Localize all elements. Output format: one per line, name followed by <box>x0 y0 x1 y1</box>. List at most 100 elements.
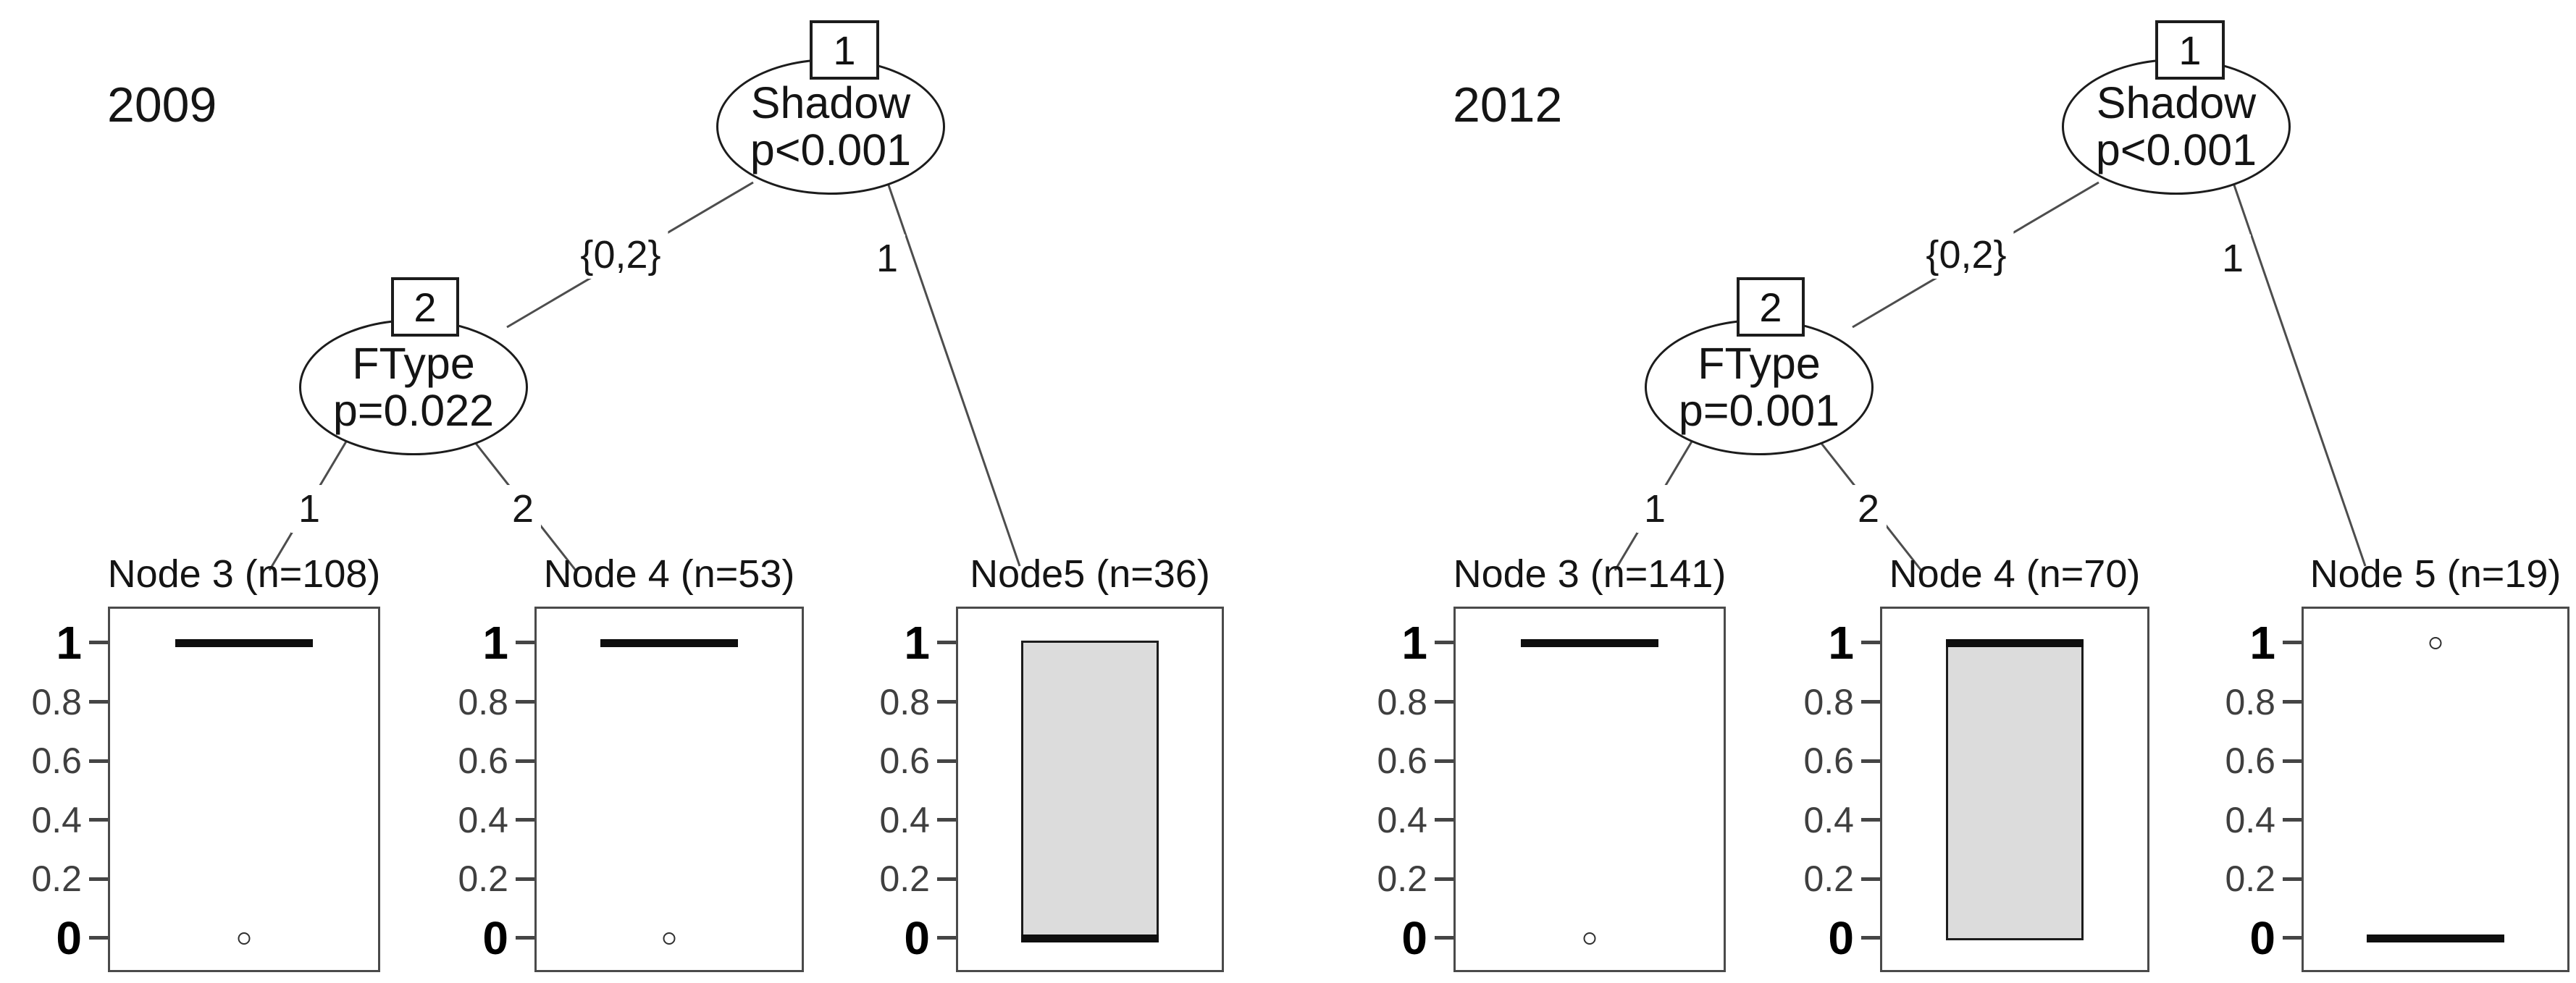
edge-label-root-right: 1 <box>868 235 906 282</box>
axis-tick-label: 1 <box>904 617 930 669</box>
node-1-ellipse: Shadow p<0.001 <box>2062 59 2291 195</box>
axis-tick <box>1861 818 1880 822</box>
node-2-pvalue: p=0.022 <box>332 386 495 435</box>
axis-tick <box>89 700 108 704</box>
axis-tick-label: 0 <box>1828 912 1854 964</box>
boxplot-median-line <box>2367 935 2504 942</box>
edge-label-root-left: {0,2} <box>573 231 668 279</box>
axis-tick <box>89 759 108 763</box>
axis-tick-label: 1 <box>1828 617 1854 669</box>
axis-tick-label: 0.6 <box>2225 741 2275 781</box>
node-5-boxplot-panel <box>956 607 1224 972</box>
axis-tick-label: 0.2 <box>458 858 508 899</box>
boxplot-outlier-point <box>1583 932 1596 945</box>
node-3-title: Node 3 (n=108) <box>107 552 381 596</box>
axis-tick-label: 1 <box>1401 617 1427 669</box>
axis-tick <box>89 877 108 881</box>
axis-tick <box>1861 877 1880 881</box>
axis-tick <box>516 877 534 881</box>
axis-tick <box>2283 936 2302 940</box>
axis-tick <box>1435 641 1453 644</box>
boxplot-iqr-box <box>1946 641 2084 940</box>
node-4-boxplot-panel <box>534 607 804 972</box>
node-4-axis: 1 0.8 0.6 0.4 0.2 0 <box>388 607 534 972</box>
axis-tick-label: 1 <box>482 617 508 669</box>
axis-tick <box>516 936 534 940</box>
axis-tick <box>89 641 108 644</box>
node-2-variable: FType <box>1698 339 1821 389</box>
axis-tick-label: 1 <box>56 617 82 669</box>
axis-tick-label: 0.6 <box>458 741 508 781</box>
edge-label-root-right: 1 <box>2214 235 2252 282</box>
node-2-variable: FType <box>352 339 475 389</box>
axis-tick <box>1435 936 1453 940</box>
axis-tick <box>1861 759 1880 763</box>
tree-2012: 2012 Shadow p<0.001 1 FType p=0.001 2 {0… <box>1346 0 2576 983</box>
node-1-variable: Shadow <box>750 78 911 128</box>
axis-tick-label: 0.2 <box>31 858 82 899</box>
axis-tick <box>937 877 956 881</box>
axis-tick <box>937 936 956 940</box>
axis-tick <box>1435 759 1453 763</box>
node-3-boxplot-panel <box>1453 607 1726 972</box>
axis-tick-label: 0 <box>904 912 930 964</box>
node-3-boxplot-panel <box>108 607 380 972</box>
axis-tick-label: 0.6 <box>1377 741 1427 781</box>
axis-tick-label: 0 <box>1401 912 1427 964</box>
axis-tick-label: 0.4 <box>31 800 82 840</box>
axis-tick <box>89 818 108 822</box>
node-2-pvalue: p=0.001 <box>1678 386 1840 435</box>
node-1-pvalue: p<0.001 <box>2095 125 2257 174</box>
axis-tick <box>937 759 956 763</box>
axis-tick-label: 0 <box>56 912 82 964</box>
axis-tick <box>937 641 956 644</box>
node-5-boxplot-panel <box>2302 607 2569 972</box>
boxplot-median-line <box>600 639 738 647</box>
axis-tick <box>2283 700 2302 704</box>
axis-tick <box>937 700 956 704</box>
edge-label-node2-left: 1 <box>1636 485 1674 533</box>
boxplot-outlier-point <box>663 932 676 945</box>
boxplot-outlier-point <box>2429 637 2442 649</box>
axis-tick-label: 0.2 <box>879 858 930 899</box>
node-5-title: Node 5 (n=19) <box>2309 552 2562 596</box>
boxplot-median-line <box>175 639 313 647</box>
boxplot-median-line <box>1946 639 2084 647</box>
node-2-id-badge: 2 <box>1737 277 1805 337</box>
node-3-axis: 1 0.8 0.6 0.4 0.2 0 <box>0 607 108 972</box>
axis-tick-label: 0.6 <box>1803 741 1854 781</box>
edge-root-to-node5 <box>886 180 1021 567</box>
axis-tick <box>1435 877 1453 881</box>
axis-tick-label: 0.8 <box>458 682 508 722</box>
axis-tick-label: 0.4 <box>2225 800 2275 840</box>
boxplot-iqr-box <box>1021 641 1159 940</box>
node-5-axis: 1 0.8 0.6 0.4 0.2 0 <box>810 607 956 972</box>
node-5-title: Node5 (n=36) <box>970 552 1210 596</box>
axis-tick-label: 1 <box>2249 617 2275 669</box>
axis-tick <box>1861 641 1880 644</box>
axis-tick-label: 0.6 <box>31 741 82 781</box>
axis-tick <box>516 759 534 763</box>
boxplot-median-line <box>1021 935 1159 942</box>
year-label: 2009 <box>107 77 217 132</box>
edge-root-to-node5 <box>2231 180 2367 567</box>
axis-tick-label: 0.8 <box>2225 682 2275 722</box>
axis-tick <box>1435 818 1453 822</box>
node-1-variable: Shadow <box>2096 78 2257 128</box>
axis-tick <box>1435 700 1453 704</box>
node-3-axis: 1 0.8 0.6 0.4 0.2 0 <box>1307 607 1453 972</box>
tree-2009: 2009 Shadow p<0.001 1 FType p=0.022 2 {0… <box>0 0 1231 983</box>
axis-tick-label: 0.4 <box>1377 800 1427 840</box>
axis-tick-label: 0.2 <box>1803 858 1854 899</box>
boxplot-median-line <box>1521 639 1658 647</box>
axis-tick-label: 0 <box>482 912 508 964</box>
axis-tick-label: 0.8 <box>31 682 82 722</box>
axis-tick-label: 0.4 <box>458 800 508 840</box>
node-2-id-badge: 2 <box>391 277 459 337</box>
axis-tick <box>2283 641 2302 644</box>
axis-tick-label: 0.2 <box>2225 858 2275 899</box>
node-2-ellipse: FType p=0.022 <box>299 319 528 455</box>
axis-tick-label: 0.8 <box>1377 682 1427 722</box>
axis-tick <box>516 818 534 822</box>
